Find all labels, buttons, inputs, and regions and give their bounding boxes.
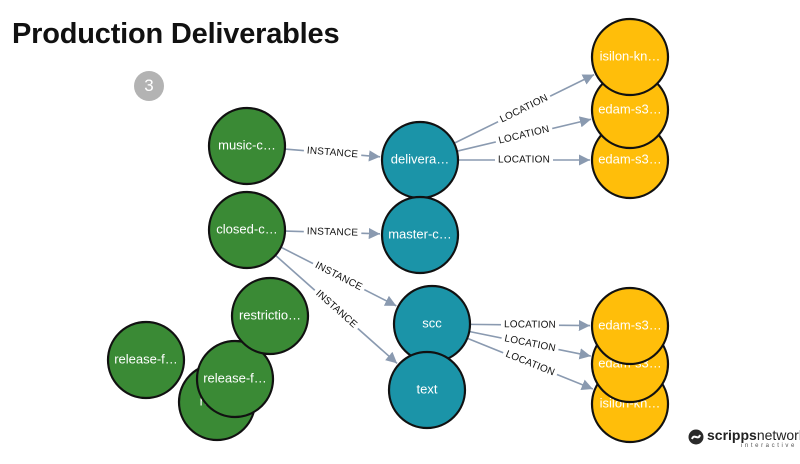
step-badge: 3 (134, 71, 164, 101)
node-label: music-c… (218, 137, 276, 152)
edge-label-instance: INSTANCE (313, 288, 359, 330)
edge-label-group: INSTANCE (310, 285, 363, 334)
nodes-layer: music-c…closed-c…release-f…rele…release-… (106, 17, 670, 444)
scripps-logo-icon (688, 429, 704, 445)
node-circle (590, 17, 670, 97)
node-label: edam-s3… (598, 101, 662, 116)
edge-label-background (500, 346, 560, 381)
node-label: closed-c… (216, 221, 277, 236)
node-circle (590, 286, 670, 366)
node-circle (230, 276, 310, 356)
edge-label-background (495, 90, 553, 128)
edge-label-group: LOCATION (495, 153, 553, 167)
node-circle (195, 339, 275, 419)
edge-label-background (303, 225, 362, 240)
edge-label-background (494, 122, 554, 149)
edge-label-instance: INSTANCE (306, 145, 358, 160)
node-label: isilon-kn… (600, 48, 661, 63)
node-release2[interactable]: release-f… (195, 339, 275, 419)
node-delivera[interactable]: delivera… (380, 120, 460, 200)
node-text[interactable]: text (387, 350, 467, 430)
node-label: release-f… (203, 370, 267, 385)
node-label: edam-s3… (598, 317, 662, 332)
edge-label-background (310, 285, 363, 334)
edge-label-background (500, 331, 560, 356)
node-label: restrictio… (239, 307, 301, 322)
edge-label-group: INSTANCE (303, 144, 362, 162)
edge-label-location: LOCATION (498, 155, 550, 166)
edge-label-background (310, 257, 368, 296)
node-label: release-f… (114, 351, 178, 366)
edge-label-location: LOCATION (504, 319, 556, 331)
scripps-networks-logo: scrippsnetworks interactive (688, 428, 800, 449)
slide-title: Production Deliverables (12, 18, 340, 50)
node-label: edam-s3… (598, 151, 662, 166)
edge-label-instance: INSTANCE (307, 226, 359, 238)
logo-brand-bold: scripps (707, 427, 757, 443)
edge-label-group: INSTANCE (303, 225, 362, 240)
node-circle (380, 195, 460, 275)
node-edam3[interactable]: edam-s3… (590, 286, 670, 366)
node-release1[interactable]: release-f… (106, 320, 186, 400)
edge-label-group: LOCATION (500, 318, 560, 332)
node-circle (106, 320, 186, 400)
logo-tagline: interactive (741, 443, 797, 449)
edge-label-background (303, 144, 362, 162)
node-music[interactable]: music-c… (207, 106, 287, 186)
node-circle (387, 350, 467, 430)
node-label: text (417, 381, 438, 396)
logo-brand-regular: networks (756, 427, 800, 443)
node-closed[interactable]: closed-c… (207, 190, 287, 270)
node-restrictio[interactable]: restrictio… (230, 276, 310, 356)
edge-label-background (500, 318, 560, 332)
node-isilon1[interactable]: isilon-kn… (590, 17, 670, 97)
node-label: delivera… (391, 151, 450, 166)
node-label: scc (422, 315, 442, 330)
node-master[interactable]: master-c… (380, 195, 460, 275)
node-scc[interactable]: scc (392, 284, 472, 364)
edge-label-group: LOCATION (495, 90, 553, 128)
edge-label-location: LOCATION (498, 93, 550, 126)
edge-label-location: LOCATION (497, 124, 550, 147)
node-label: master-c… (388, 226, 452, 241)
edge-label-background (495, 153, 553, 167)
node-circle (207, 106, 287, 186)
node-circle (207, 190, 287, 270)
